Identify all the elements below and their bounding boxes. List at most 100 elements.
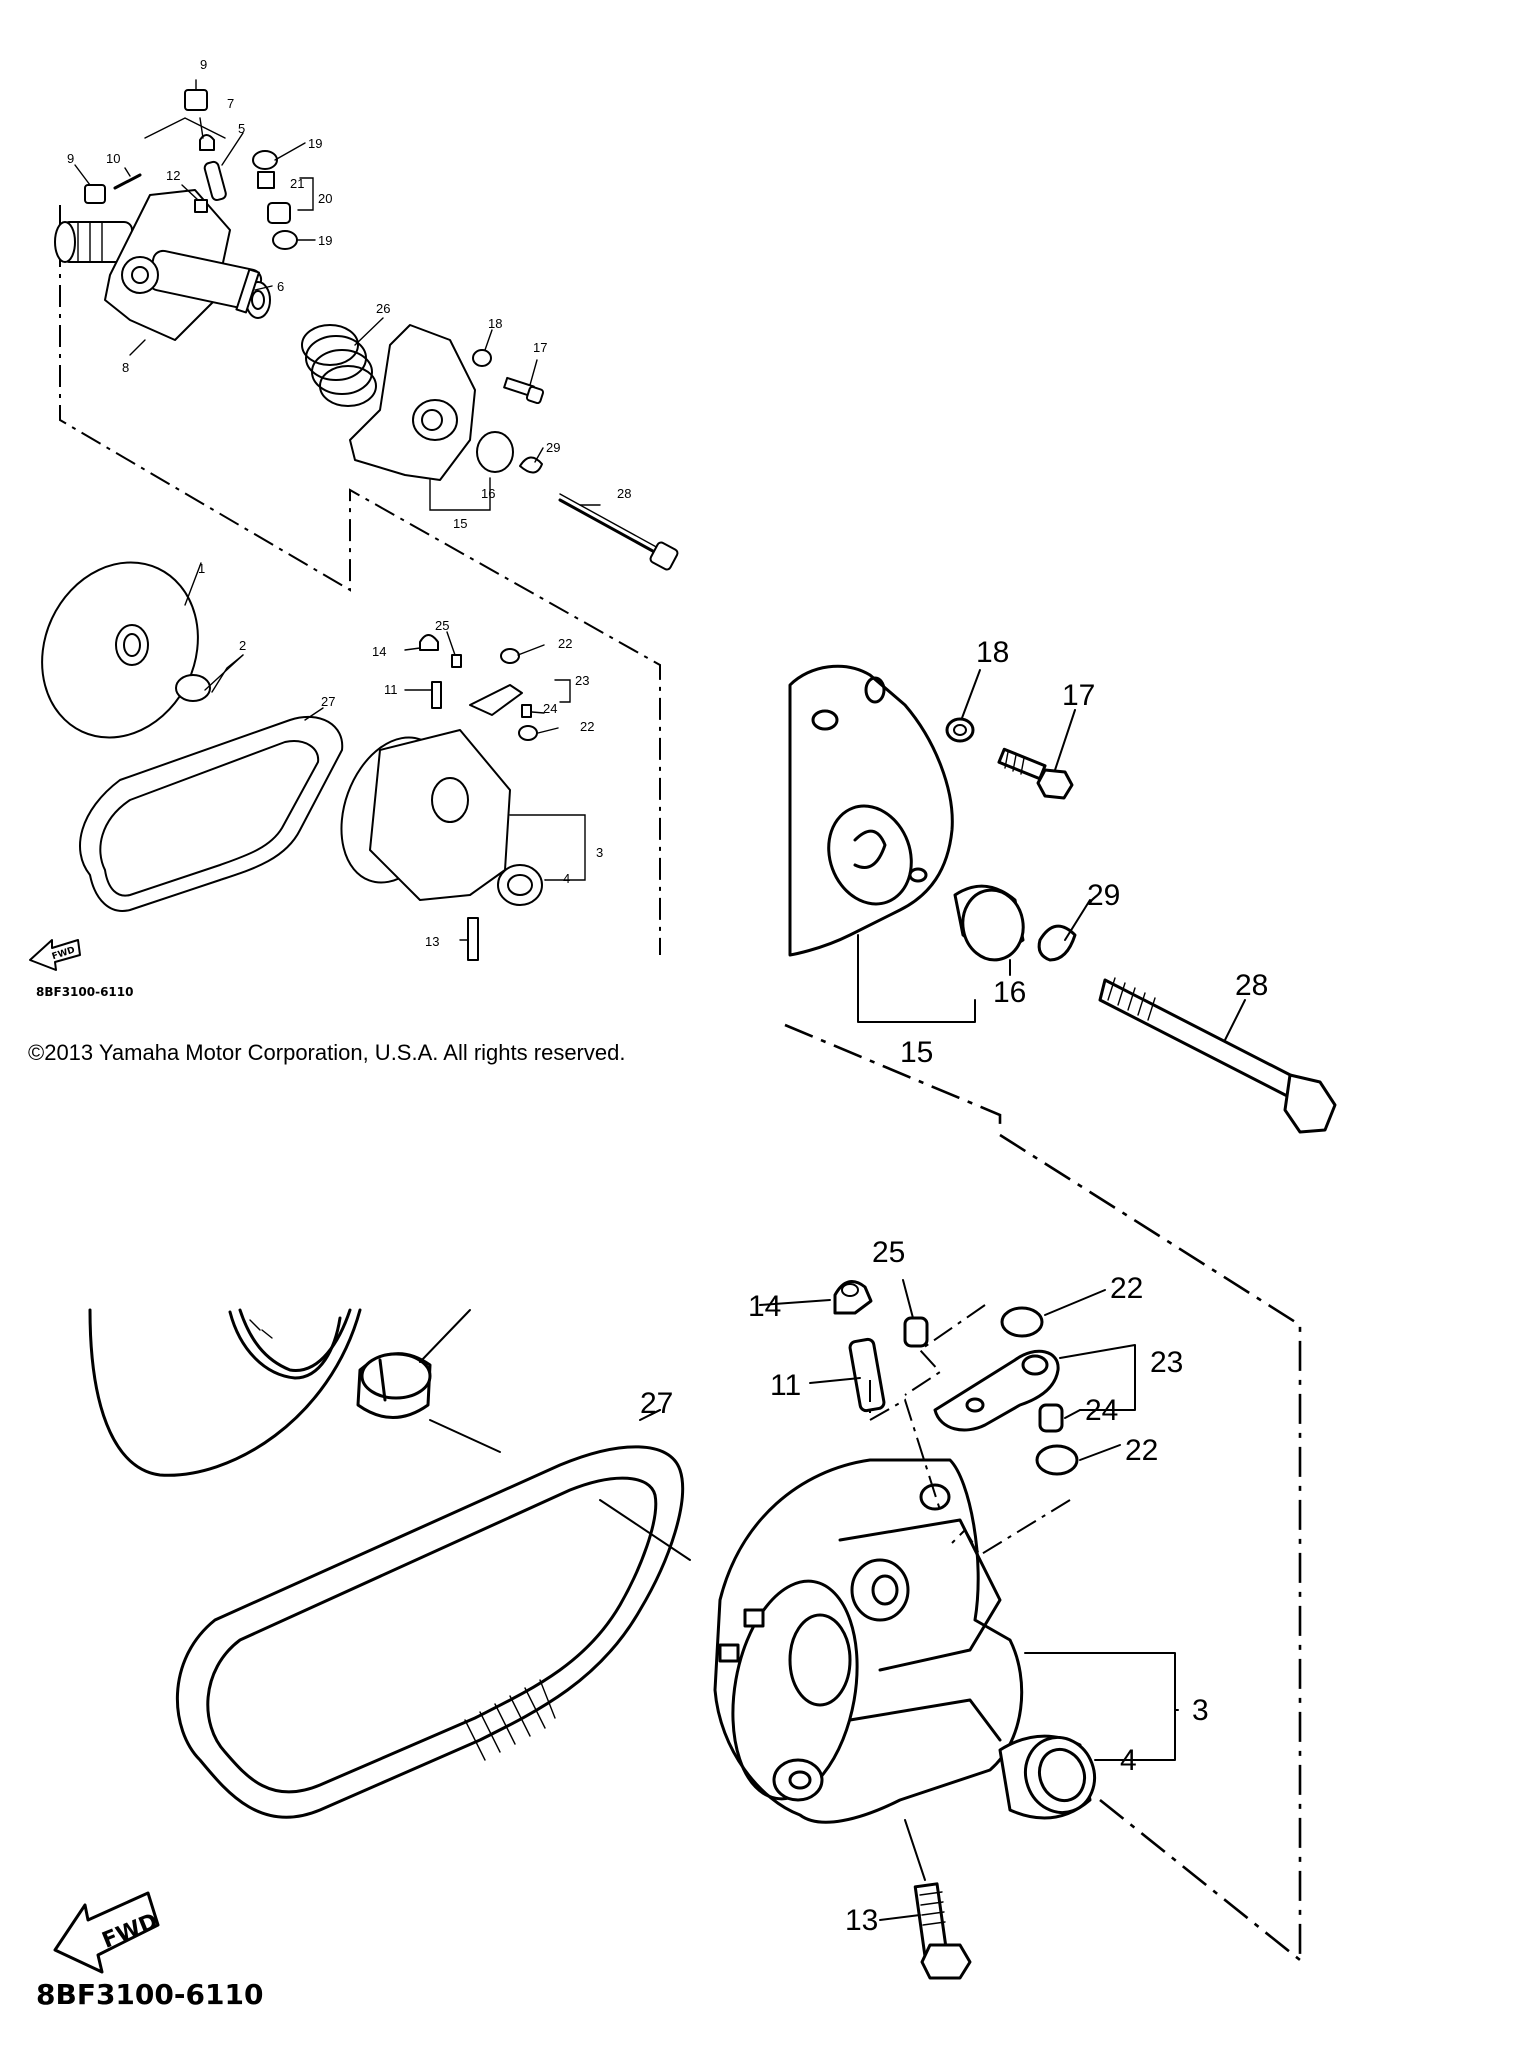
part-14-nut [419,634,439,651]
ov-callout-24: 24 [543,701,557,716]
dt-callout-22b: 22 [1125,1434,1158,1467]
dt-callout-17: 17 [1062,679,1095,712]
ov-callout-19b: 19 [318,233,332,248]
part-24-roller [521,704,532,718]
ov-callout-25: 25 [435,618,449,633]
part-26-spring [301,324,377,407]
ov-callout-19a: 19 [308,136,322,151]
detail-part-29-clip [1037,924,1077,962]
copyright-notice: ©2013 Yamaha Motor Corporation, U.S.A. A… [28,1040,626,1065]
overview-diagram: 9 7 5 9 10 12 19 21 20 19 6 8 26 18 17 2… [29,57,679,971]
detail-part-11-pin [848,1337,886,1413]
ov-callout-5: 5 [238,121,245,136]
detail-part-28-long-bolt [1098,977,1337,1134]
ov-callout-7: 7 [227,96,234,111]
overview-leaders [74,79,601,941]
ov-callout-22b: 22 [580,719,594,734]
dt-callout-16: 16 [993,976,1026,1009]
ov-callout-2: 2 [239,638,246,653]
ov-callout-15: 15 [453,516,467,531]
detail-part-3-movable-sheave [713,1458,1024,1824]
detail-part-18-nut [945,717,975,743]
dt-callout-14: 14 [748,1290,781,1323]
dt-callout-29: 29 [1087,879,1120,912]
part-8-spider-assembly [54,189,271,341]
dt-callout-13: 13 [845,1904,878,1937]
ov-callout-12: 12 [166,168,180,183]
part-19-washer-bottom [272,230,298,250]
part-21-bushing [257,171,275,189]
dt-callout-11: 11 [770,1369,801,1402]
ov-callout-13: 13 [425,934,439,949]
part-28-long-bolt [558,493,679,571]
detail-part-1-sheave [88,1308,362,1477]
detail-sheave-section: 25 22 14 11 23 24 22 27 3 4 13 FWD [53,1133,1302,1980]
dt-callout-28: 28 [1235,969,1268,1002]
ov-callout-26: 26 [376,301,390,316]
part-9-weight-top [184,89,208,111]
ov-callout-23: 23 [575,673,589,688]
part-9-weight-left [84,184,106,204]
part-20-bushing [267,202,291,224]
ov-callout-20: 20 [318,191,332,206]
ov-callout-17: 17 [533,340,547,355]
ov-callout-14: 14 [372,644,386,659]
part-23-arm [469,684,523,716]
ov-callout-9b: 9 [67,151,74,166]
part-29-clip [519,456,543,474]
detail-part-14-nut [833,1280,873,1315]
ov-callout-4: 4 [563,871,570,886]
part-10-pin [113,173,142,190]
ov-callout-22a: 22 [558,636,572,651]
dt-callout-22a: 22 [1110,1272,1143,1305]
part-4-bushing [497,864,543,906]
detail-part-13-bolt [913,1882,972,1980]
ov-callout-8: 8 [122,360,129,375]
part-19-washer-top [252,150,278,170]
ov-callout-28: 28 [617,486,631,501]
part-18-nut [472,349,492,367]
detail-part-24-roller [1038,1403,1064,1433]
ov-callout-18: 18 [488,316,502,331]
part-13-bolt [467,917,479,961]
ov-callout-16: 16 [481,486,495,501]
detail-part-15-cap [788,664,954,957]
detail-part-25-pin [903,1316,929,1348]
ov-callout-21: 21 [290,176,304,191]
dt-callout-3: 3 [1192,1694,1209,1727]
part-15-cap [349,324,476,481]
detail-part-27-drive-belt [176,1445,685,1819]
dt-callout-4: 4 [1120,1744,1137,1777]
ov-callout-3: 3 [596,845,603,860]
part-5-pin [203,160,227,202]
part-7-nut [199,134,215,151]
dt-callout-25: 25 [872,1236,905,1269]
dt-callout-15: 15 [900,1036,933,1069]
dt-callout-18: 18 [976,636,1009,669]
part-11-pin [431,681,442,709]
ov-callout-1: 1 [198,561,205,576]
part-27-drive-belt [79,715,344,912]
detail-part-16-bushing [953,884,1025,962]
dt-callout-24: 24 [1085,1394,1118,1427]
ov-callout-27: 27 [321,694,335,709]
fwd-arrow-small-icon: FWD [29,939,81,971]
part-2-collar [175,674,211,702]
dt-callout-27: 27 [640,1387,673,1420]
part-6-bolt [235,268,260,314]
detail-part-17-bolt [997,747,1074,800]
part-1-fixed-sheave [41,561,199,739]
part-12-screw [194,199,208,213]
diagram-code-small: 8BF3100-6110 [36,985,134,999]
ov-callout-29: 29 [546,440,560,455]
detail-part-4-bushing [998,1734,1096,1820]
part-22-washer-a [500,648,520,664]
part-16-bushing [476,431,514,473]
ov-callout-11: 11 [384,682,398,697]
part-25-pin [451,654,462,668]
part-3-movable-sheave [340,729,511,901]
part-22-washer-b [518,725,538,741]
detail-cap-section: 18 17 29 28 16 15 [784,636,1337,1134]
ov-callout-6: 6 [277,279,284,294]
